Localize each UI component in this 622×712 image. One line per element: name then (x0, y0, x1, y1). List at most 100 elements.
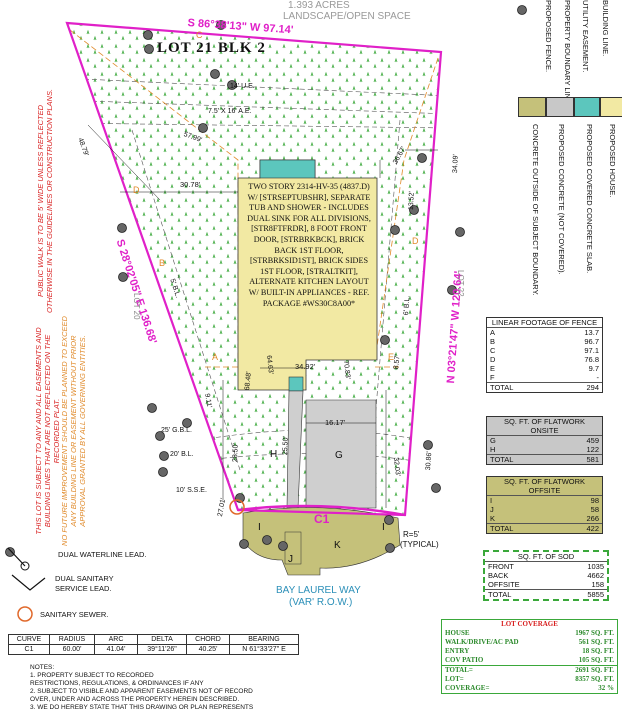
offsite-value: 266 (586, 514, 599, 523)
ue-label: 14' U.E. (230, 83, 255, 90)
swatch-covered (574, 97, 600, 117)
coverage-value: 1967 SQ. FT. (575, 629, 614, 637)
coverage-lot-label: LOT= (445, 675, 464, 683)
street-name: BAY LAUREL WAY (276, 585, 361, 596)
coverage-value: 18 SQ. FT. (582, 647, 614, 655)
fence-value: 97.1 (584, 346, 599, 355)
coverage-label: ENTRY (445, 647, 470, 655)
swatch-concrete (546, 97, 574, 117)
legend-concrete-label: PROPOSED CONCRETE (NOT COVERED). (557, 124, 566, 275)
legend-sewer: SANITARY SEWER. (40, 610, 109, 619)
fence-total-label: TOTAL (490, 383, 514, 392)
letter-b: B (159, 258, 166, 268)
note-future-text: NO FUTURE IMPROVEMENT SHOULD BE PLANNED … (60, 316, 87, 546)
onsite-total-label: TOTAL (490, 455, 514, 464)
curve-header: ARC (94, 634, 138, 645)
curve-cell: N 61°33'27" E (242, 646, 286, 653)
bl20-label: 20' B.L. (170, 451, 194, 458)
acreage-label: 1.393 ACRES (288, 0, 350, 11)
letter-j: J (288, 554, 293, 565)
lot22-label: LOT 22 (456, 270, 465, 297)
note-walk-text: PUBLIC WALK IS TO BE 5' WIDE UNLESS REFL… (36, 88, 54, 314)
fence-total: 294 (586, 383, 599, 392)
sanitary-sewer-marker (229, 499, 245, 515)
curve-label: C1 (314, 512, 330, 526)
letter-i1: I (258, 522, 261, 533)
letter-a: A (212, 352, 219, 362)
dim-3409: 34.09' (452, 154, 460, 174)
note-line: 1. PROPERTY SUBJECT TO RECORDED (30, 672, 154, 679)
coverage-pct-value: 32 % (598, 684, 614, 692)
onsite-value: 459 (586, 436, 599, 445)
curve-cell: 39°11'26" (137, 644, 187, 655)
coverage-value: 105 SQ. FT. (578, 656, 614, 664)
curve-header: CURVE (8, 634, 50, 645)
offsite-concrete (242, 507, 401, 576)
offsite-total: 422 (586, 524, 599, 533)
coverage-value: 561 SQ. FT. (578, 638, 614, 646)
sod-label: FRONT (488, 562, 514, 571)
legend-utility-easement: UTILITY EASEMENT. (581, 0, 590, 73)
letter-d2: D (412, 236, 419, 246)
dim-3078: 30.78' (180, 180, 201, 189)
curve-cell: 40.25' (186, 644, 230, 655)
curve-cell: 60.00' (49, 644, 95, 655)
legend-water-lead: DUAL WATERLINE LEAD. (58, 550, 147, 559)
letter-d1: D (133, 185, 140, 195)
letter-g: G (335, 450, 343, 461)
legend-sanitary-2: SERVICE LEAD. (55, 584, 112, 593)
legend-building-line: BUILDING LINE. (601, 0, 610, 57)
swatch-house (600, 97, 622, 117)
onsite-letter: H (490, 445, 496, 454)
lot-title: LOT 21 BLK 2 (157, 40, 266, 56)
curve-header: BEARING (248, 636, 280, 643)
swatch-offsite (518, 97, 546, 117)
legend-sanitary-1: DUAL SANITARY (55, 574, 114, 583)
fence-value: 13.7 (584, 328, 599, 337)
curve-table: CURVE RADIUS ARC DELTA CHORD BEARING C1 … (8, 634, 299, 655)
fence-letter: A (490, 328, 496, 337)
legend-offsite-label: CONCRETE OUTSIDE OF SUBJECT BOUNDARY. (531, 124, 540, 296)
note-walk: PUBLIC WALK IS TO BE 5' WIDE UNLESS REFL… (36, 86, 54, 316)
note-line: 2. SUBJECT TO VISIBLE AND APPARENT EASEM… (30, 688, 253, 695)
offsite-title: SQ. FT. OF FLATWORK OFFSITE (487, 477, 602, 496)
coverage-total-label: TOTAL= (445, 666, 473, 674)
sod-title: SQ. FT. OF SOD (485, 552, 607, 562)
fence-letter: C (490, 346, 496, 355)
letter-c: C (196, 30, 203, 40)
fence-letter: B (490, 337, 496, 346)
sod-value: 158 (591, 580, 604, 589)
sod-value: 1035 (587, 562, 604, 571)
fence-value: 76.8 (584, 355, 599, 364)
note-line: RESTRICTIONS, REGULATIONS, & ORDINANCES … (30, 680, 204, 687)
note-easements: THIS LOT IS SUBJECT TO ANY AND ALL EASEM… (34, 316, 61, 546)
offsite-letter: J (490, 505, 494, 514)
lot20-label: LOT 20 (132, 293, 141, 320)
sod-value: 4662 (587, 571, 604, 580)
sod-label: BACK (488, 571, 509, 580)
dim-3086: 30.86' (425, 451, 434, 471)
curve-header: CHORD (186, 634, 230, 645)
ae-label: 7.5' X 16' A.E. (208, 108, 252, 115)
legend-property-boundary: PROPERTY BOUNDARY LINE. (563, 0, 572, 107)
letter-h: H (270, 449, 278, 460)
house-description: TWO STORY 2314-HV-35 (4837.D) W/ [STRSEP… (247, 182, 371, 308)
note-future: NO FUTURE IMPROVEMENT SHOULD BE PLANNED … (60, 316, 87, 546)
entry-slab (288, 376, 304, 392)
offsite-value: 58 (590, 505, 599, 514)
legend-fence: PROPOSED FENCE. (544, 0, 553, 73)
radius-note-2: (TYPICAL) (400, 540, 439, 549)
street-row: (VAR' R.O.W.) (289, 597, 353, 608)
curve-cell: C1 (8, 644, 50, 655)
letter-k: K (334, 540, 341, 551)
coverage-label: COV PATIO (445, 656, 484, 664)
coverage-label: WALK/DRIVE/AC PAD (445, 638, 519, 646)
coverage-label: HOUSE (445, 629, 470, 637)
dim-2550: 25.50' (282, 436, 290, 456)
onsite-title: SQ. FT. OF FLATWORK ONSITE (487, 417, 602, 436)
